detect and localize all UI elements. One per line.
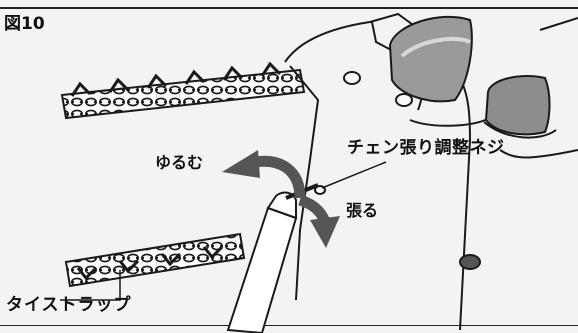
leader-lines <box>60 161 387 301</box>
tighten-arrow-icon <box>298 194 340 248</box>
saw-body <box>284 12 578 331</box>
loosen-arrow-icon <box>222 150 306 199</box>
oil-cap <box>388 15 473 103</box>
lower-chain <box>64 232 246 288</box>
figure-title: 図10 <box>4 14 45 34</box>
tighten-label: 張る <box>346 201 379 220</box>
fuel-cap <box>483 74 557 139</box>
tie-strap-label: タイストラップ <box>6 295 132 315</box>
top-rule <box>0 7 578 9</box>
loosen-label: ゆるむ <box>155 153 204 172</box>
upper-chain <box>60 61 306 120</box>
bottom-rule <box>0 325 578 326</box>
tension-screw-label: チェン張り調整ネジ <box>347 138 505 158</box>
bolts <box>314 71 481 270</box>
